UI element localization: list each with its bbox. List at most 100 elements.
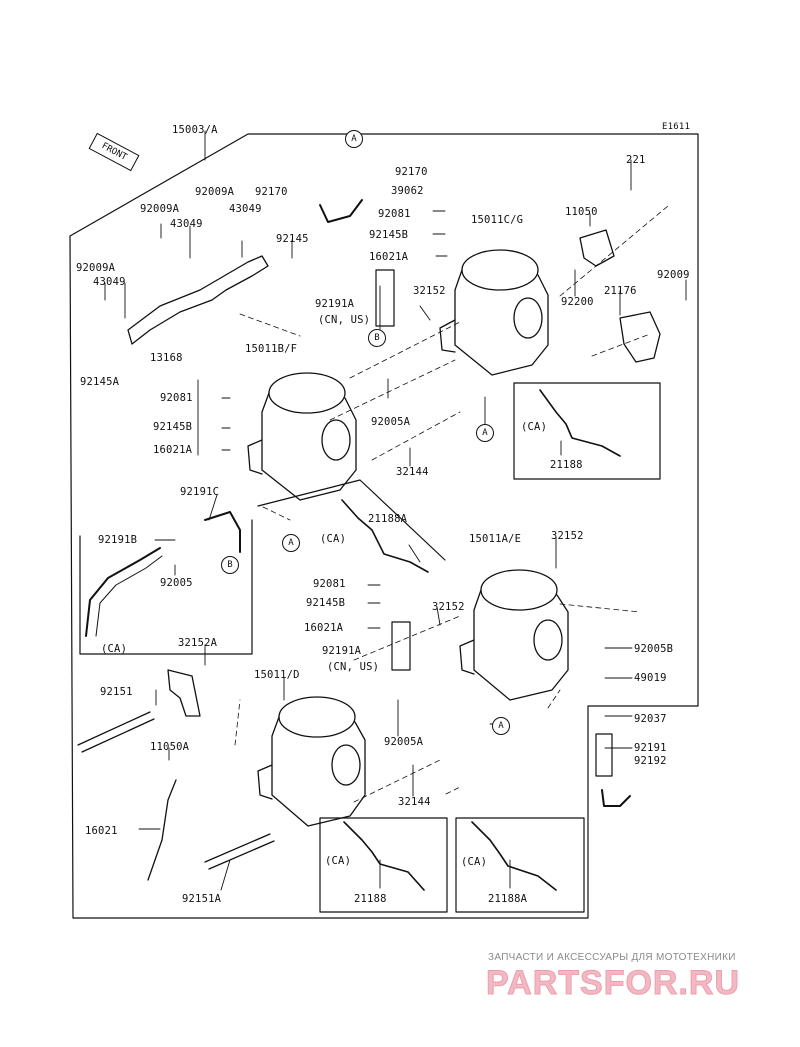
hose-92191b [85, 547, 161, 637]
part-label: 15011/D [254, 669, 300, 681]
hose-top [319, 199, 363, 223]
leader-lines [104, 130, 687, 891]
part-label: 92170 [395, 166, 428, 178]
hose-92191b-inner [95, 555, 163, 637]
hose-92191c [204, 511, 241, 553]
part-label: 15003/A [172, 124, 218, 136]
part-label: 92151A [182, 893, 222, 905]
part-label: 32144 [398, 796, 431, 808]
part-label: 15011C/G [471, 214, 524, 226]
part-label: 16021 [85, 825, 118, 837]
tube-92191a-upper [375, 269, 395, 327]
part-label: 16021A [369, 251, 409, 263]
part-label: 15011B/F [245, 343, 298, 355]
part-label: 32152A [178, 637, 218, 649]
part-label: 13168 [150, 352, 183, 364]
part-label: (CN, US) [327, 661, 380, 673]
part-label: 21188 [550, 459, 583, 471]
part-label: 92192 [634, 755, 667, 767]
connection-callout: A [345, 130, 363, 148]
part-label: (CA) [521, 421, 548, 433]
part-label: 92145A [80, 376, 120, 388]
part-label: 16021A [304, 622, 344, 634]
part-label: 92009 [657, 269, 690, 281]
screw-92151a [204, 833, 275, 870]
part-label: 92145B [153, 421, 193, 433]
part-label: 92081 [160, 392, 193, 404]
ca-box-3 [455, 817, 585, 913]
cable-21188a-2 [471, 821, 557, 891]
watermark-logo: PARTSFOR.RU [485, 964, 741, 1003]
connection-callout: A [492, 717, 510, 735]
gasket-11050 [579, 229, 615, 267]
part-label: 39062 [391, 185, 424, 197]
part-label: 11050A [150, 741, 190, 753]
cable-21188-2 [343, 821, 425, 891]
part-label: 92191C [180, 486, 220, 498]
part-label: 92170 [255, 186, 288, 198]
part-label: 32152 [413, 285, 446, 297]
part-label: (CA) [320, 533, 347, 545]
ca-box-1 [513, 382, 661, 480]
part-label: 21188A [368, 513, 408, 525]
part-label: 92145B [306, 597, 346, 609]
part-label: 92009A [140, 203, 180, 215]
part-label: 92081 [378, 208, 411, 220]
part-label: 32152 [551, 530, 584, 542]
connection-callout: B [368, 329, 386, 347]
screw-16021 [147, 779, 177, 881]
part-label: 43049 [229, 203, 262, 215]
bracket-13168 [127, 255, 269, 345]
centerlines [234, 205, 669, 803]
part-label: 92009A [195, 186, 235, 198]
part-label: 11050 [565, 206, 598, 218]
part-label: 92005B [634, 643, 674, 655]
part-label: (CA) [461, 856, 488, 868]
connection-callout: A [282, 534, 300, 552]
connection-callout: B [221, 556, 239, 574]
part-label: 92191B [98, 534, 138, 546]
diagram-code: E1611 [662, 122, 691, 132]
part-label: 21176 [604, 285, 637, 297]
part-label: 92145 [276, 233, 309, 245]
part-label: 21188A [488, 893, 528, 905]
cable-21188a-1 [341, 499, 429, 573]
carb-body-3 [459, 569, 569, 701]
part-label: 92191 [634, 742, 667, 754]
screw-92151 [77, 711, 155, 753]
carb-body-1 [247, 372, 357, 501]
cable-21188 [539, 389, 621, 457]
part-label: 43049 [93, 276, 126, 288]
elbow-92192 [601, 789, 631, 807]
part-label: 92009A [76, 262, 116, 274]
part-label: (CN, US) [318, 314, 371, 326]
part-label: 32144 [396, 466, 429, 478]
tube-92191a-lower [391, 621, 411, 671]
part-label: 92191A [322, 645, 362, 657]
part-label: 16021A [153, 444, 193, 456]
tube-92191 [595, 733, 613, 777]
part-label: 32152 [432, 601, 465, 613]
ca-box-4 [79, 519, 253, 655]
part-label: 92151 [100, 686, 133, 698]
part-label: 92005A [384, 736, 424, 748]
part-label: 92200 [561, 296, 594, 308]
part-label: 92145B [369, 229, 409, 241]
sensor-21176 [619, 311, 661, 363]
part-label: (CA) [325, 855, 352, 867]
part-label: 43049 [170, 218, 203, 230]
carb-body-2 [439, 249, 549, 376]
ca-box-5 [257, 479, 446, 561]
watermark-caption: ЗАПЧАСТИ И АКСЕССУАРЫ ДЛЯ МОТОТЕХНИКИ [488, 952, 736, 963]
ca-box-2 [319, 817, 448, 913]
connection-callout: A [476, 424, 494, 442]
part-label: 92005 [160, 577, 193, 589]
part-label: 92081 [313, 578, 346, 590]
part-label: 92005A [371, 416, 411, 428]
part-label: 221 [626, 154, 646, 166]
assembly-frame [69, 133, 699, 919]
part-label: (CA) [101, 643, 128, 655]
carb-body-4 [257, 696, 366, 827]
part-label: 49019 [634, 672, 667, 684]
